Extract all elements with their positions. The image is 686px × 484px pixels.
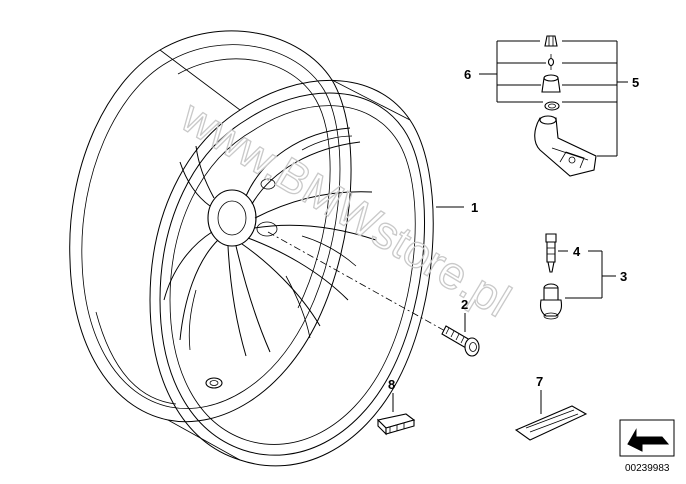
callout-3: 3 [620, 269, 627, 284]
callout-1: 1 [471, 200, 478, 215]
diagram-reference-number: 00239983 [625, 463, 670, 474]
callout-brackets-4-3 [558, 250, 616, 299]
wheel-bolt [441, 325, 480, 357]
callout-6: 6 [464, 67, 471, 82]
rubber-valve-parts [539, 233, 563, 320]
reference-arrow-icon [619, 419, 675, 457]
tpms-valve-parts [534, 35, 597, 177]
wheel-rim [69, 30, 434, 467]
callout-2: 2 [461, 297, 468, 312]
balance-weight [376, 393, 416, 436]
callout-8: 8 [388, 377, 395, 392]
callout-brackets-6-5 [479, 40, 628, 157]
warning-sticker [514, 390, 588, 441]
callout-5: 5 [632, 75, 639, 90]
callout-4: 4 [573, 244, 581, 259]
callout-7: 7 [536, 374, 543, 389]
